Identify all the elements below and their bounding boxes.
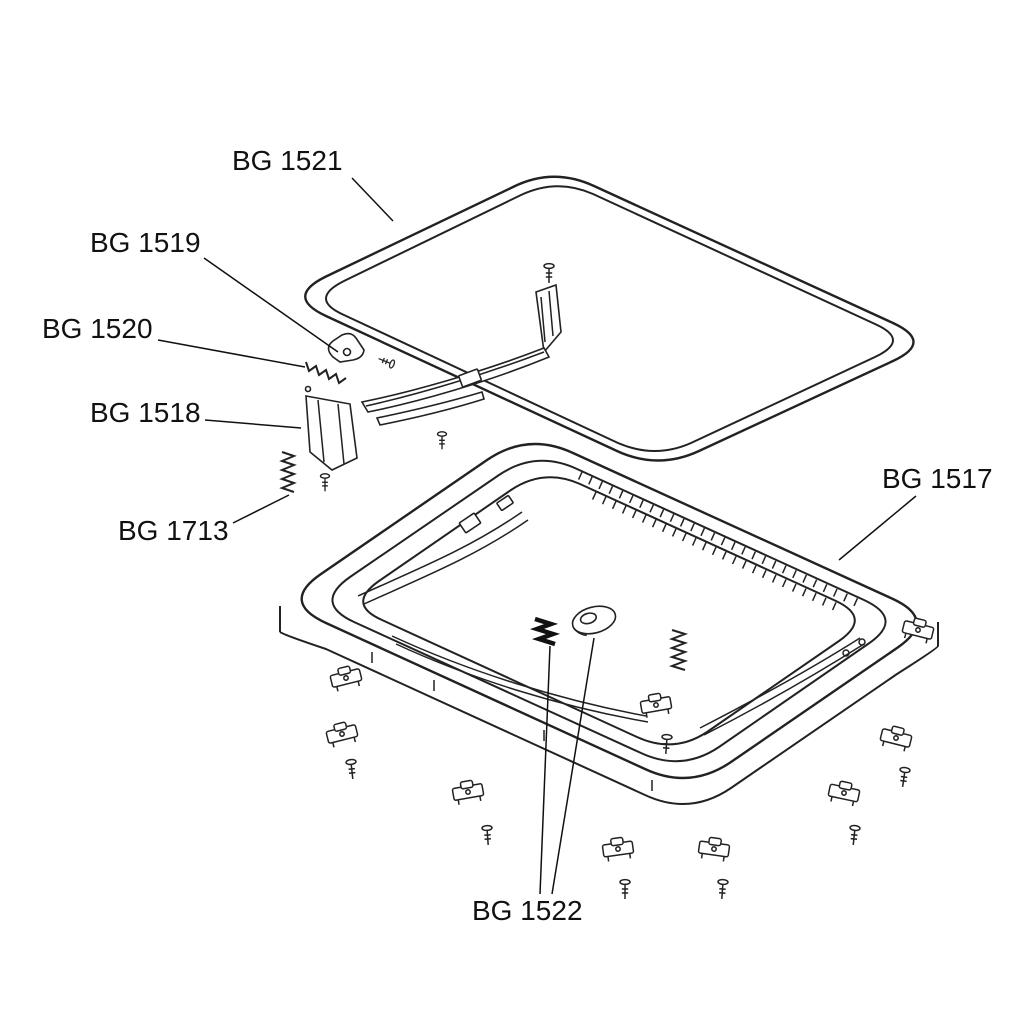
latch-lever-bg1519 [327,332,365,363]
leader-bg1521 [351,177,394,222]
dark-spring [529,616,561,647]
rail-slider-block [458,368,482,388]
part-label-bg1518: BG 1518 [90,397,201,428]
leader-lines [157,177,917,895]
latch-pivot [342,347,352,357]
mounting-plate-bg1518 [304,385,358,471]
part-label-bg1520: BG 1520 [42,313,153,344]
spring-bg1520 [305,361,347,385]
part-label-bg1713: BG 1713 [118,515,229,546]
rack-teeth [577,471,859,611]
roller-knob [571,605,617,637]
leader-bg1522-b [551,637,595,895]
part-label-bg1517: BG 1517 [882,463,993,494]
corner-pin [842,649,850,657]
part-label-bg1519: BG 1519 [90,227,201,258]
lift-rail-lower [375,391,485,426]
frame-outer-edge [300,442,918,780]
part-labels: BG 1521 BG 1519 BG 1520 BG 1518 BG 1713 … [42,145,993,926]
leader-bg1522-a [539,645,551,895]
leader-bg1517 [838,495,917,561]
plate-pin [304,385,312,393]
frame-middle-edge [331,459,887,763]
inner-guide-rails [357,511,865,736]
edge-block [496,494,514,512]
frame-skirt [279,606,939,805]
leader-bg1713 [232,494,290,524]
leader-bg1518 [204,419,302,429]
corner-pin [858,638,866,646]
frame-spring [668,629,689,671]
glass-seal-ring [304,175,915,462]
bracket-fin [535,283,562,354]
bg1522-parts [529,605,617,647]
lift-bracket-assembly [279,283,562,493]
leader-bg1519 [203,257,339,353]
edge-block [458,512,482,534]
frame-inner-edge [362,476,856,746]
spring-bg1713 [279,451,297,493]
part-label-bg1521: BG 1521 [232,145,343,176]
leader-bg1520 [157,339,306,368]
roof-frame-bg1517 [279,442,939,805]
part-label-bg1522: BG 1522 [472,895,583,926]
